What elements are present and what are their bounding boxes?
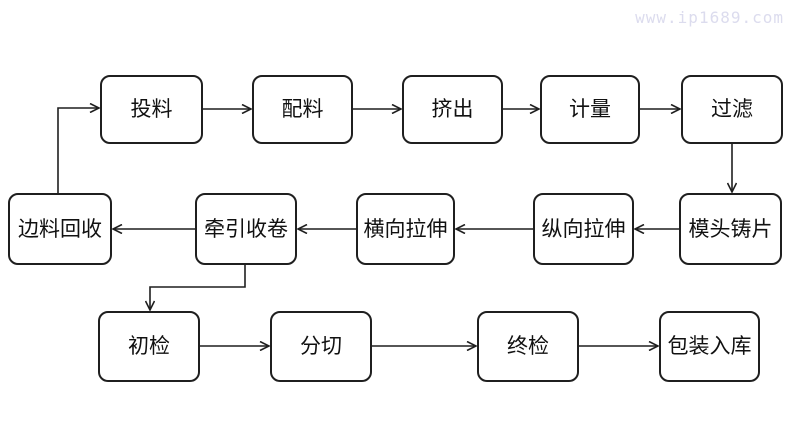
node-packing-warehousing: 包装入库	[659, 311, 760, 382]
node-metering-label: 计量	[569, 97, 611, 121]
node-filtering-label: 过滤	[711, 97, 753, 121]
node-slitting: 分切	[270, 311, 372, 382]
node-transverse-stretching-label: 横向拉伸	[363, 216, 448, 241]
node-extrusion: 挤出	[402, 75, 503, 144]
node-die-casting: 模头铸片	[679, 193, 782, 265]
node-transverse-stretching: 横向拉伸	[356, 193, 455, 265]
node-traction-winding: 牵引收卷	[195, 193, 297, 265]
node-batching: 配料	[252, 75, 353, 144]
node-final-inspection-label: 终检	[507, 334, 549, 358]
watermark-text: www.ip1689.com	[635, 8, 784, 27]
node-batching-label: 配料	[281, 97, 324, 121]
node-longitudinal-stretching-label: 纵向拉伸	[541, 216, 626, 241]
node-metering: 计量	[540, 75, 640, 144]
node-initial-inspection-label: 初检	[128, 334, 170, 358]
node-longitudinal-stretching: 纵向拉伸	[533, 193, 634, 265]
edge-edge-recycling-feeding	[57, 108, 99, 193]
node-extrusion-label: 挤出	[431, 97, 474, 121]
node-edge-trim-recycling: 边料回收	[8, 193, 112, 265]
node-edge-trim-recycling-label: 边料回收	[18, 216, 102, 241]
node-feeding: 投料	[100, 75, 203, 144]
node-initial-inspection: 初检	[98, 311, 200, 382]
edge-winding-initial-inspection	[150, 265, 246, 310]
node-slitting-label: 分切	[300, 334, 342, 358]
node-traction-winding-label: 牵引收卷	[204, 216, 288, 241]
node-die-casting-label: 模头铸片	[688, 216, 773, 241]
node-packing-warehousing-label: 包装入库	[667, 334, 752, 358]
node-feeding-label: 投料	[130, 97, 173, 121]
node-filtering: 过滤	[681, 75, 783, 144]
node-final-inspection: 终检	[477, 311, 579, 382]
